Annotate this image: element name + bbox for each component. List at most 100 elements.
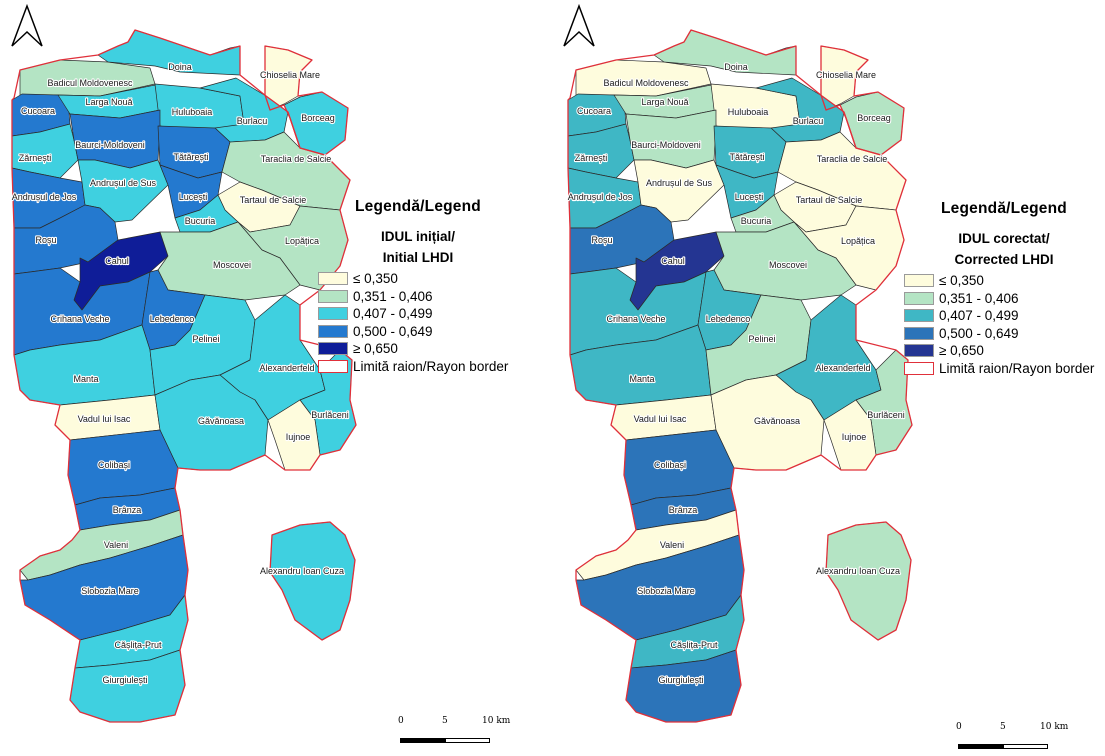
- commune-label-slobozia: Slobozia Mare: [81, 586, 139, 596]
- commune-label-alexandru: Alexandru Ioan Cuza: [260, 566, 344, 576]
- scale-bar: 0 5 10 km: [396, 716, 516, 750]
- commune-label-branza: Brânza: [113, 505, 142, 515]
- commune-label-alexanderfeld: Alexanderfeld: [259, 363, 314, 373]
- legend-class-3: 0,407 - 0,499: [318, 305, 518, 323]
- commune-label-valeni: Valeni: [660, 540, 684, 550]
- commune-label-taraclia: Taraclia de Salcie: [817, 154, 888, 164]
- legend-swatch: [318, 324, 348, 338]
- legend-class-1: ≤ 0,350: [318, 270, 518, 288]
- commune-label-andrusulsus: Andrușul de Sus: [90, 178, 157, 188]
- commune-label-chioselia: Chioselia Mare: [260, 70, 320, 80]
- commune-label-giurgiulesti: Giurgiulești: [102, 675, 147, 685]
- commune-label-valeni: Valeni: [104, 540, 128, 550]
- commune-label-branza: Brânza: [669, 505, 698, 515]
- legend-class-label: 0,351 - 0,406: [353, 288, 433, 304]
- commune-label-vadul: Vadul lui Isac: [634, 414, 687, 424]
- commune-label-huluboaia: Huluboaia: [728, 107, 769, 117]
- commune-label-lucesti: Lucești: [179, 192, 208, 202]
- commune-label-baurci: Baurci-Moldoveni: [75, 140, 145, 150]
- commune-label-doina: Doina: [724, 62, 748, 72]
- legend-class-label: 0,500 - 0,649: [353, 323, 433, 339]
- commune-label-pelinei: Pelinei: [748, 334, 775, 344]
- legend-class-label: 0,351 - 0,406: [939, 290, 1019, 306]
- commune-label-baurci: Baurci-Moldoveni: [631, 140, 701, 150]
- north-arrow-icon: [563, 3, 595, 47]
- scale-segment-black: [958, 744, 1003, 749]
- commune-label-larga: Larga Nouă: [85, 97, 132, 107]
- legend-swatch: [318, 307, 348, 321]
- commune-label-larga: Larga Nouă: [641, 97, 688, 107]
- commune-label-cucoara: Cucoara: [577, 106, 611, 116]
- commune-label-gavanoasa: Găvănoasa: [754, 416, 800, 426]
- legend-swatch: [318, 359, 348, 373]
- commune-label-doina: Doina: [168, 62, 192, 72]
- commune-label-lopatica: Lopățica: [285, 236, 319, 246]
- commune-label-burlaceni: Burlăceni: [867, 410, 905, 420]
- commune-label-andrusuljos: Andrușul de Jos: [568, 192, 633, 202]
- scale-segment-white: [445, 738, 490, 743]
- commune-label-bucuria: Bucuria: [185, 216, 216, 226]
- legend-title: Legendă/Legend: [941, 200, 1067, 217]
- legend-class-label: 0,407 - 0,499: [353, 306, 433, 322]
- scale-label-5: 5: [1000, 722, 1006, 732]
- commune-label-tataresti: Tătărești: [729, 152, 764, 162]
- legend-swatch: [318, 272, 348, 286]
- rayon-border-2: [825, 521, 912, 641]
- commune-label-zarnesti: Zărnești: [19, 153, 52, 163]
- commune-label-iujnoe: Iujnoe: [842, 432, 867, 442]
- legend-initial: Legendă/Legend IDUL inițial/ Initial LHD…: [318, 198, 518, 375]
- rayon-border-1: [264, 45, 349, 156]
- commune-label-borceag: Borceag: [301, 113, 335, 123]
- commune-label-alexandru: Alexandru Ioan Cuza: [816, 566, 900, 576]
- legend-class-label: 0,500 - 0,649: [939, 325, 1019, 341]
- commune-label-badicul: Badicul Moldovenesc: [47, 78, 133, 88]
- commune-label-rosu: Roșu: [591, 235, 612, 245]
- commune-label-burlacu: Burlacu: [793, 116, 824, 126]
- commune-label-burlacu: Burlacu: [237, 116, 268, 126]
- commune-label-tataresti: Tătărești: [173, 152, 208, 162]
- legend-subtitle-line2: Corrected LHDI: [954, 252, 1054, 267]
- legend-class-1: ≤ 0,350: [904, 272, 1104, 290]
- rayon-border-2: [269, 521, 356, 641]
- commune-label-tartaul: Tartaul de Salcie: [796, 195, 863, 205]
- scale-label-0: 0: [956, 722, 962, 732]
- commune-label-lebedenco: Lebedenco: [706, 314, 751, 324]
- legend-swatch: [904, 291, 934, 305]
- scale-label-10: 10 km: [1040, 722, 1069, 732]
- legend-class-4: 0,500 - 0,649: [318, 323, 518, 341]
- commune-label-giurgiulesti: Giurgiulești: [658, 675, 703, 685]
- legend-corrected: Legendă/Legend IDUL corectat/ Corrected …: [904, 200, 1104, 377]
- commune-label-manta: Manta: [73, 374, 98, 384]
- legend-swatch: [904, 326, 934, 340]
- commune-baurci: [69, 109, 161, 169]
- commune-label-andrusuljos: Andrușul de Jos: [12, 192, 77, 202]
- legend-rayon-border: Limită raion/Rayon border: [318, 358, 518, 376]
- commune-label-taraclia: Taraclia de Salcie: [261, 154, 332, 164]
- scale-label-0: 0: [398, 716, 404, 726]
- commune-label-badicul: Badicul Moldovenesc: [603, 78, 689, 88]
- legend-rayon-border: Limită raion/Rayon border: [904, 360, 1104, 378]
- legend-swatch: [318, 342, 348, 356]
- commune-label-lucesti: Lucești: [735, 192, 764, 202]
- commune-label-colibasi: Colibași: [654, 460, 686, 470]
- legend-swatch: [904, 274, 934, 288]
- legend-class-2: 0,351 - 0,406: [318, 288, 518, 306]
- legend-border-label: Limită raion/Rayon border: [939, 360, 1095, 376]
- legend-class-label: ≥ 0,650: [353, 341, 398, 357]
- commune-label-alexanderfeld: Alexanderfeld: [815, 363, 870, 373]
- legend-class-4: 0,500 - 0,649: [904, 325, 1104, 343]
- commune-label-crihana: Crihana Veche: [606, 314, 665, 324]
- north-arrow-icon: [11, 3, 43, 47]
- legend-swatch: [904, 344, 934, 358]
- legend-border-label: Limită raion/Rayon border: [353, 358, 509, 374]
- scale-label-5: 5: [442, 716, 448, 726]
- commune-label-lebedenco: Lebedenco: [150, 314, 195, 324]
- commune-label-cahul: Cahul: [661, 256, 685, 266]
- commune-label-caslita: Cășlița-Prut: [670, 640, 718, 650]
- legend-class-label: ≥ 0,650: [939, 343, 984, 359]
- commune-andrusulsus: [77, 159, 169, 223]
- commune-label-lopatica: Lopățica: [841, 236, 875, 246]
